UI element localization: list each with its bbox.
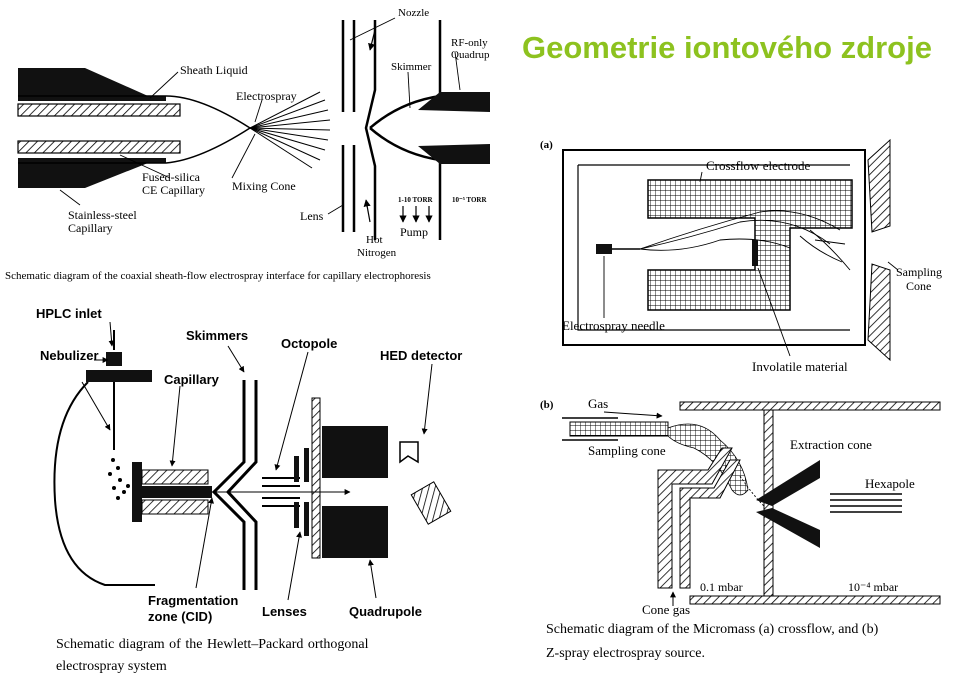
- crossflow-electrode: [647, 179, 853, 311]
- label-electrospray-needle: Electrospray needle: [562, 318, 665, 333]
- z-sampling-cone: [657, 447, 733, 589]
- caption-hp-line1: Schematic diagram of the Hewlett–Packard…: [56, 637, 369, 652]
- involatile-deposit: [752, 240, 758, 266]
- caption-hp-line2: electrospray system: [56, 659, 167, 674]
- label-crossflow-electrode: Crossflow electrode: [706, 158, 811, 173]
- nebulizer-plate: [86, 370, 152, 382]
- label-pressure-right: 10⁻⁴ mbar: [848, 580, 898, 594]
- label-mixing-cone: Mixing Cone: [232, 179, 296, 193]
- label-sampling: Sampling: [896, 265, 942, 279]
- label-fused-silica: Fused-silica: [142, 170, 201, 184]
- skimmer: [364, 20, 377, 240]
- slide-title: Geometrie iontového zdroje: [522, 30, 932, 65]
- electrospray-plume: [249, 91, 331, 169]
- label-fragmentation: Fragmentation: [148, 593, 238, 608]
- skimmer-2: [225, 380, 258, 590]
- hp-orthogonal-diagram: HPLC inlet Nebulizer Capillary Skimmers …: [36, 306, 462, 624]
- source-inner-wall: [577, 164, 850, 331]
- label-nozzle: Nozzle: [398, 7, 429, 19]
- label-involatile-material: Involatile material: [752, 359, 848, 374]
- nebulizer: [106, 352, 122, 366]
- fused-silica-capillary-bottom: [17, 140, 181, 154]
- label-lens: Lens: [300, 209, 324, 223]
- hed-detector: [399, 441, 419, 464]
- source-housing: [562, 149, 866, 346]
- label-nitrogen: Nitrogen: [357, 247, 397, 259]
- label-gas: Gas: [588, 396, 608, 411]
- rf-quadrupole-rod-bottom: [418, 144, 490, 164]
- octopole: [262, 477, 300, 507]
- sprayer: [562, 417, 669, 441]
- label-hot: Hot: [366, 234, 383, 246]
- z-sampling-cone-inner: [679, 459, 741, 589]
- stainless-steel-capillary-bottom: [18, 158, 166, 188]
- label-extraction-cone: Extraction cone: [790, 437, 872, 452]
- label-hed-detector: HED detector: [380, 348, 462, 363]
- capillary-housing-top: [141, 469, 209, 485]
- label-quadrupole: Quadrupole: [349, 604, 422, 619]
- label-sheath-liquid: Sheath Liquid: [180, 63, 248, 77]
- label-stainless-steel: Stainless-steel: [68, 208, 137, 222]
- label-fragmentation-zone: zone (CID): [148, 609, 212, 624]
- label-rf-only: RF-only: [451, 37, 488, 49]
- quadrupole-flange: [311, 397, 321, 559]
- label-stainless-capillary: Capillary: [68, 221, 113, 235]
- quadrupole-rod-top: [322, 426, 388, 478]
- rf-quadrupole-rod-top: [418, 92, 490, 112]
- capillary: [142, 486, 212, 498]
- skimmer-1: [211, 380, 246, 590]
- label-panel-a: (a): [540, 139, 553, 151]
- label-pressure-low: 1-10 TORR: [398, 196, 433, 204]
- label-capillary: Capillary: [164, 372, 220, 387]
- label-z-sampling-cone: Sampling cone: [588, 443, 666, 458]
- label-ce-capillary: CE Capillary: [142, 183, 205, 197]
- label-pressure-high: 10⁻⁵ TORR: [452, 196, 487, 204]
- label-hplc-inlet: HPLC inlet: [36, 306, 102, 321]
- fused-silica-capillary-top: [17, 103, 181, 117]
- stainless-steel-capillary-top: [18, 68, 166, 101]
- ion-path: [739, 475, 765, 507]
- electrospray-needle: [596, 244, 612, 254]
- sampling-cone: [867, 138, 891, 362]
- caption-sheath-flow: Schematic diagram of the coaxial sheath-…: [5, 270, 431, 282]
- extraction-cone: [756, 460, 820, 548]
- label-skimmer: Skimmer: [391, 61, 432, 73]
- sheath-flow-diagram: Sheath Liquid Electrospray Nozzle Skimme…: [5, 7, 490, 282]
- caption-micromass-line1: Schematic diagram of the Micromass (a) c…: [546, 622, 879, 637]
- label-cone-gas: Cone gas: [642, 602, 690, 617]
- quadrupole-rod-bottom: [322, 506, 388, 558]
- zspray-diagram: (b) Gas Sampling cone Extraction cone He…: [540, 396, 941, 617]
- spray-plume: [639, 210, 851, 271]
- capillary-flange: [132, 462, 142, 522]
- label-rf-quadrupole: Quadrup: [451, 49, 490, 61]
- label-octopole: Octopole: [281, 336, 337, 351]
- spray-chamber: [53, 381, 155, 586]
- label-skimmers: Skimmers: [186, 328, 248, 343]
- capillary-housing-bottom: [141, 499, 209, 515]
- housing-top-wall: [679, 401, 941, 411]
- label-sampling-cone: Cone: [906, 279, 931, 293]
- label-pressure-left: 0.1 mbar: [700, 580, 743, 594]
- nozzle: [341, 20, 356, 232]
- hexapole: [830, 493, 902, 513]
- label-lenses: Lenses: [262, 604, 307, 619]
- label-nebulizer: Nebulizer: [40, 348, 99, 363]
- caption-micromass-line2: Z-spray electrospray source.: [546, 646, 705, 661]
- hed-dynode: [410, 481, 452, 525]
- label-electrospray: Electrospray: [236, 89, 297, 103]
- spray-droplets: [108, 458, 130, 500]
- label-panel-b: (b): [540, 399, 554, 411]
- label-hexapole: Hexapole: [865, 476, 915, 491]
- housing-bottom-wall: [689, 595, 941, 605]
- crossflow-diagram: (a) Crossflow electrode Sampling Cone El…: [540, 138, 942, 374]
- lenses: [294, 448, 309, 536]
- label-pump: Pump: [400, 225, 428, 239]
